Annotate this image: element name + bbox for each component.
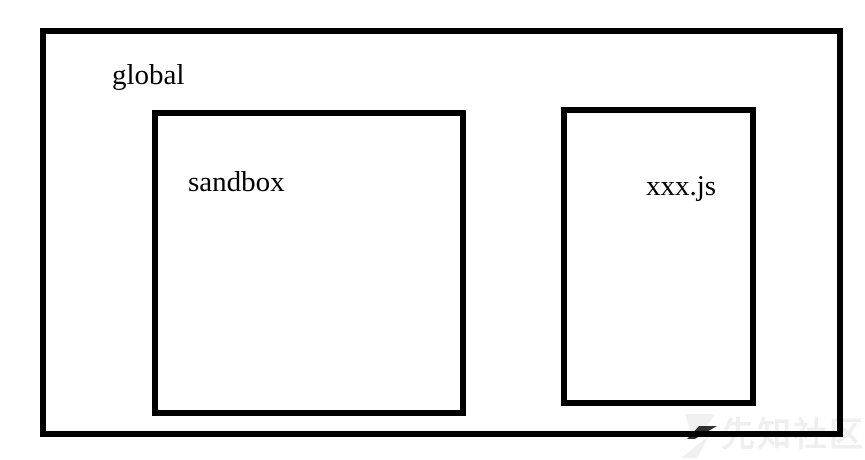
global-box	[40, 28, 843, 437]
xxxjs-box-label: xxx.js	[646, 170, 717, 202]
global-box-label: global	[112, 59, 185, 91]
sandbox-box	[152, 110, 466, 416]
xxxjs-box	[561, 107, 756, 406]
sandbox-box-label: sandbox	[188, 166, 285, 198]
